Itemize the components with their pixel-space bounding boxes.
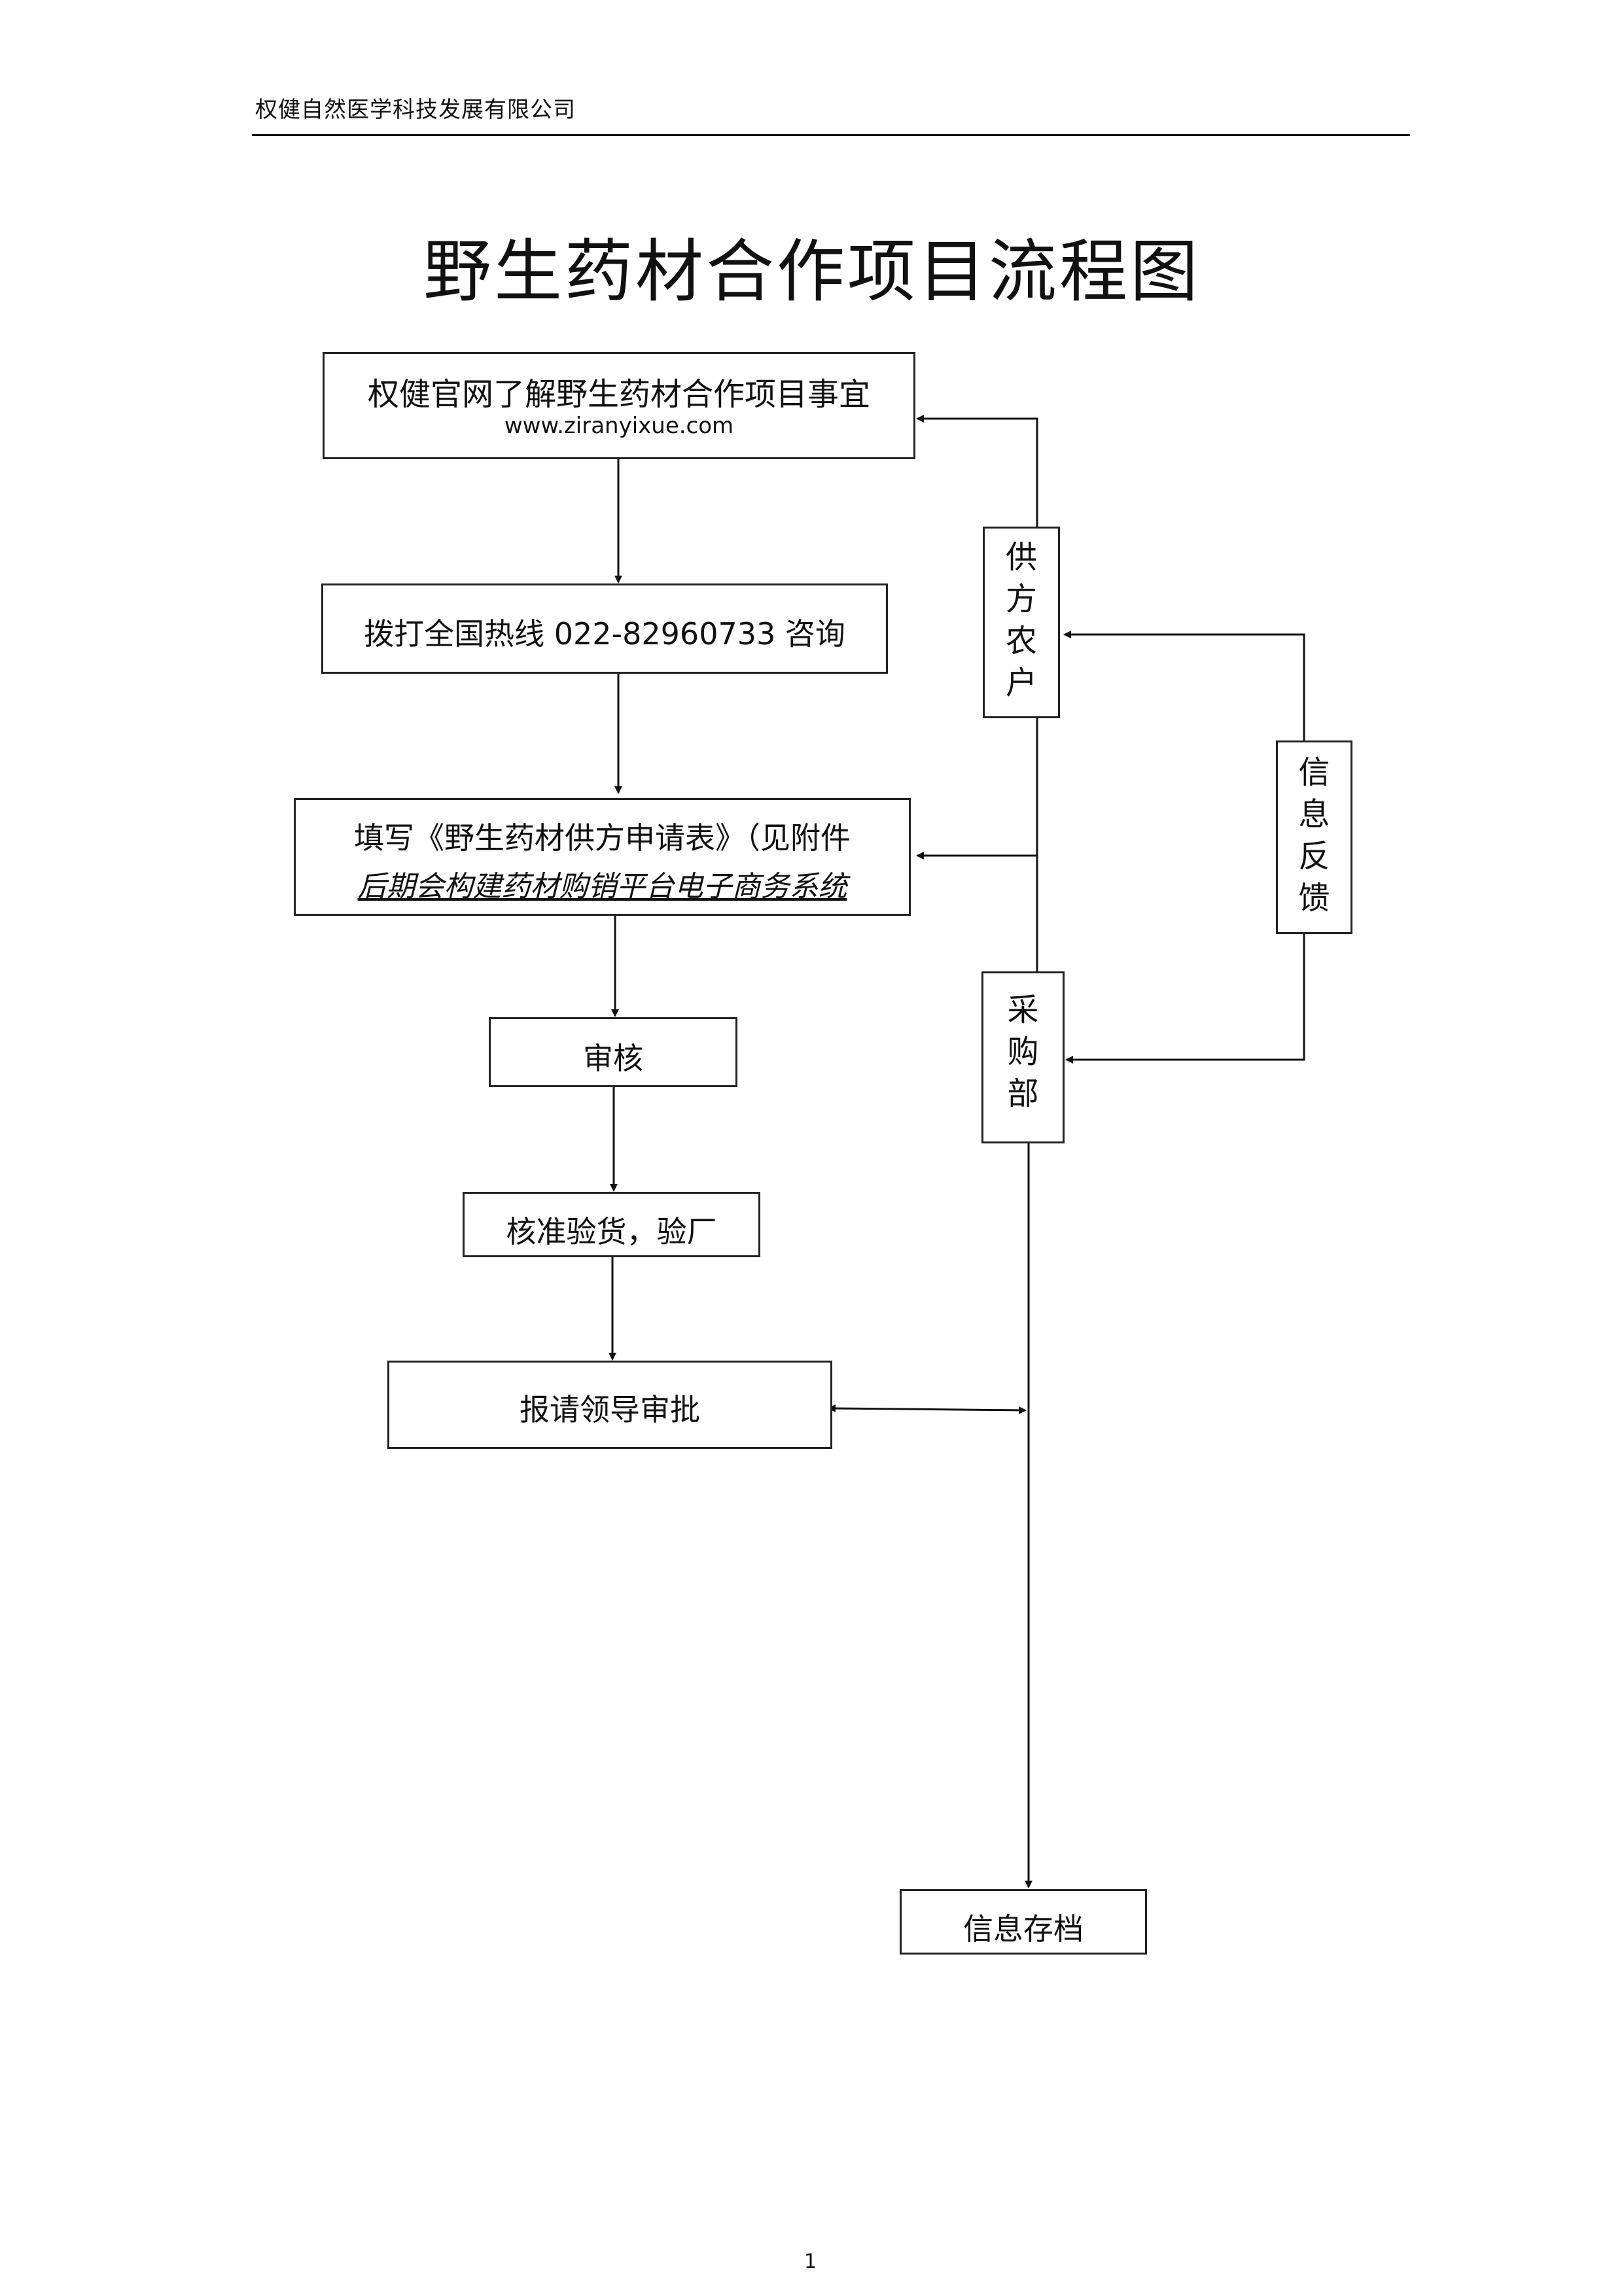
arrow-feedback-to-supplier [1063,631,1305,740]
step-hotline: 拨打全国热线 022-82960733 咨询 [321,583,888,674]
step-inspect: 核准验货，验厂 [463,1192,760,1257]
step-website-label: 权健官网了解野生药材合作项目事宜 [367,376,870,413]
supplier-char-1: 供 [1005,539,1037,576]
purchasing-char-3: 部 [1007,1075,1039,1112]
supplier-char-2: 方 [1005,581,1037,617]
feedback-box: 信 息 反 馈 [1276,740,1352,934]
header-divider [252,134,1410,136]
step-website: 权健官网了解野生药材合作项目事宜 www.ziranyixue.com [323,352,915,459]
step-review: 审核 [489,1017,737,1087]
step-review-label: 审核 [583,1041,643,1076]
arrow-feedback-to-purchasing [1065,934,1305,1064]
feedback-char-1: 信 [1298,754,1330,791]
step-inspect-label: 核准验货，验厂 [506,1214,717,1249]
page-number: 1 [804,2250,817,2273]
step-approve-label: 报请领导审批 [520,1392,700,1427]
step-approve: 报请领导审批 [387,1361,832,1449]
page-title: 野生药材合作项目流程图 [423,232,1201,311]
header-company-name: 权健自然医学科技发展有限公司 [255,97,576,123]
purchasing-char-2: 购 [1007,1034,1039,1070]
feedback-char-4: 馈 [1298,880,1330,916]
feedback-char-3: 反 [1298,838,1330,875]
supplier-char-4: 户 [1005,665,1037,701]
step-archive-label: 信息存档 [963,1911,1084,1947]
feedback-char-2: 息 [1298,796,1330,833]
purchasing-char-1: 采 [1007,992,1039,1028]
step-website-url: www.ziranyixue.com [504,413,734,439]
step-form-line1: 填写《野生药材供方申请表》（见附件 [354,820,851,856]
purchasing-dept-box: 采 购 部 [981,971,1065,1143]
arrow-supplier-to-website [916,415,1038,527]
step-archive: 信息存档 [900,1889,1147,1955]
supplier-farmers-box: 供 方 农 户 [983,527,1060,718]
step-hotline-label: 拨打全国热线 022-82960733 咨询 [364,616,845,652]
step-form: 填写《野生药材供方申请表》（见附件 后期会构建药材购销平台电子商务系统 [294,798,911,916]
step-form-line2: 后期会构建药材购销平台电子商务系统 [357,870,847,903]
arrow-approve-bidirectional [828,1404,1027,1414]
supplier-char-3: 农 [1005,623,1037,659]
